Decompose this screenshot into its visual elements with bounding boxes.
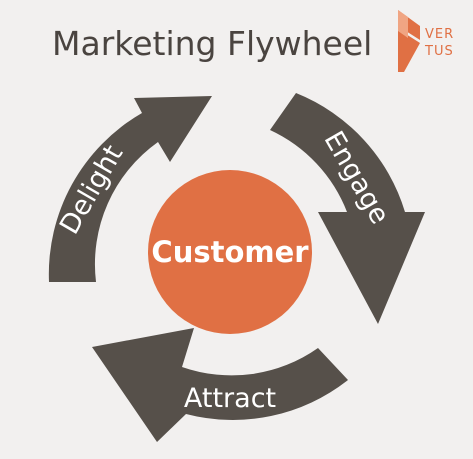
delight-arrow <box>48 96 212 282</box>
page-title: Marketing Flywheel <box>52 24 372 63</box>
attract-arrow <box>92 328 348 442</box>
vertus-logo: VER TUS <box>398 10 454 72</box>
logo-lower-facet <box>398 29 420 72</box>
engage-arrow <box>270 93 425 324</box>
logo-text-line2: TUS <box>424 44 454 59</box>
attract-label: Attract <box>184 383 276 414</box>
logo-text-line1: VER <box>425 27 454 42</box>
logo-highlight <box>398 10 408 38</box>
customer-circle <box>148 170 312 334</box>
customer-label: Customer <box>151 235 309 269</box>
